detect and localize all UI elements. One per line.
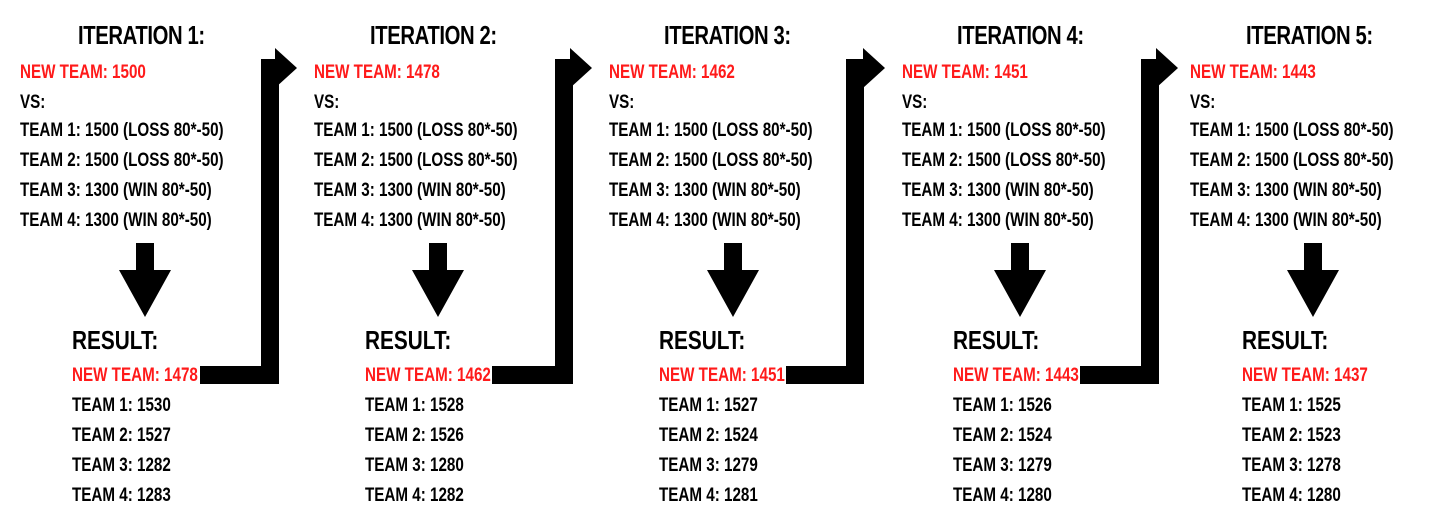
elbow-arrow-icon bbox=[1080, 48, 1178, 384]
down-arrow-icon bbox=[119, 243, 171, 317]
down-arrow-icon bbox=[412, 243, 464, 317]
elbow-arrow-icon bbox=[786, 48, 885, 384]
down-arrow-icon bbox=[994, 243, 1046, 317]
elbow-arrow-icon bbox=[492, 48, 592, 384]
down-arrow-icon bbox=[707, 243, 759, 317]
elbow-arrow-icon bbox=[200, 48, 297, 384]
down-arrow-icon bbox=[1287, 243, 1339, 317]
